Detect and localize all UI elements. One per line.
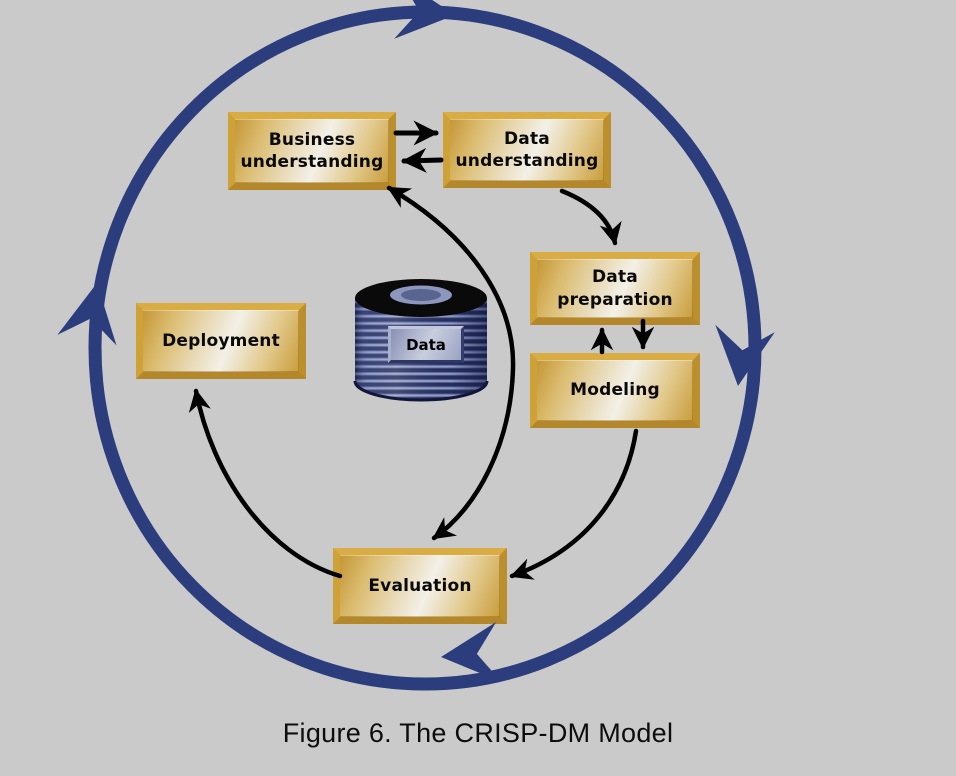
data-store-plate: Data <box>388 326 464 363</box>
arrow-evaluation-business-loop <box>386 185 516 541</box>
arrow-data-understanding-to-preparation <box>559 188 622 246</box>
cycle-arrowhead-left <box>57 283 117 346</box>
node-label: Modeling <box>570 380 660 401</box>
arrow-modeling-to-evaluation <box>509 428 639 580</box>
node-label: Data preparation <box>557 267 673 310</box>
figure-caption: Figure 6. The CRISP-DM Model <box>282 718 674 748</box>
cylinder-hole-ring <box>390 285 452 305</box>
data-store-label: Data <box>406 335 446 354</box>
cylinder-hole <box>401 289 441 301</box>
arrow-evaluation-to-deployment <box>188 388 343 579</box>
node-data-preparation: Data preparation <box>530 252 700 325</box>
node-deployment: Deployment <box>136 303 306 379</box>
node-business-understanding: Business understanding <box>228 112 396 190</box>
node-label: Deployment <box>162 330 280 351</box>
node-evaluation: Evaluation <box>333 548 507 624</box>
node-modeling: Modeling <box>530 353 700 428</box>
cycle-arrowhead-right <box>715 324 775 386</box>
node-data-understanding: Data understanding <box>443 112 611 188</box>
node-label: Data understanding <box>455 128 599 171</box>
cycle-arrowhead-bottom <box>441 622 502 682</box>
cylinder-top <box>355 279 487 317</box>
cycle-arrowhead-top <box>394 0 455 39</box>
node-label: Business understanding <box>240 129 384 172</box>
node-label: Evaluation <box>368 575 472 596</box>
arrow-data-understanding-to-business <box>401 147 444 173</box>
